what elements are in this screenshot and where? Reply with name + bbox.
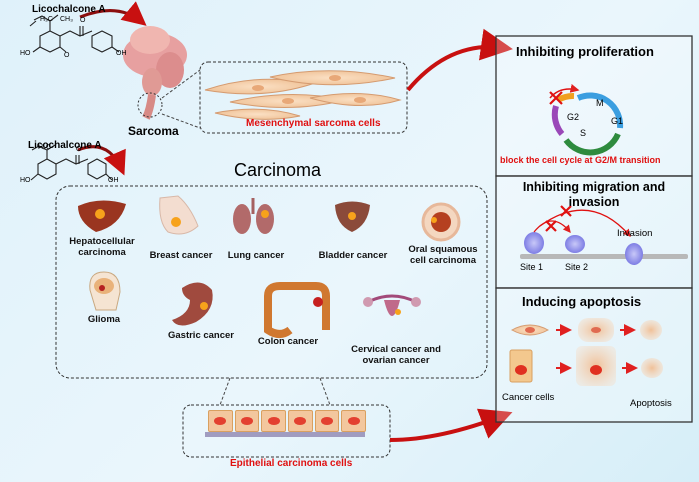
chem-o-top: O <box>80 17 86 24</box>
panel3-title: Inducing apoptosis <box>522 294 642 309</box>
chem-ch3-top: CH₃ <box>60 16 73 23</box>
site1-label: Site 1 <box>520 262 544 272</box>
mesenchymal-label: Mesenchymal sarcoma cells <box>246 118 381 129</box>
membrane-bar <box>520 254 688 259</box>
label-colon: Colon cancer <box>257 336 319 347</box>
label-gastric: Gastric cancer <box>167 330 234 341</box>
lung-icon <box>233 198 274 234</box>
epithelial-label: Epithelial carcinoma cells <box>230 458 353 469</box>
chem-oh-top: OH <box>116 50 127 57</box>
carcinoma-title: Carcinoma <box>234 160 322 180</box>
bladder-icon <box>335 201 370 232</box>
brain-head-icon <box>89 271 121 311</box>
epithelial-cell <box>341 410 367 432</box>
cell-nucleus <box>267 417 280 425</box>
block-cross-icon <box>549 91 563 105</box>
sarcoma-organ-illustration <box>123 26 187 120</box>
invasion-label: Invasion <box>617 228 653 239</box>
label-glioma: Glioma <box>87 314 121 325</box>
block-cross-invasion <box>560 205 572 217</box>
invading-cell <box>625 243 643 265</box>
label-breast: Breast cancer <box>149 250 213 261</box>
label-hcc: Hepatocellular carcinoma <box>69 236 135 258</box>
epithelial-cell <box>261 410 287 432</box>
chem-ho-top: HO <box>20 50 31 57</box>
compound-label-mid: Licochalcone A <box>28 140 102 151</box>
chem-oh-mid: OH <box>108 177 119 184</box>
chem-o-mid: O <box>76 146 82 153</box>
arrow-to-proliferation <box>406 28 513 92</box>
cell-nucleus <box>347 417 360 425</box>
apoptosis-diagram <box>509 318 663 386</box>
label-oral: Oral squamous cell carcinoma <box>408 244 478 266</box>
compound-to-carcinoma-arrow <box>77 145 126 176</box>
epithelial-cell <box>208 410 233 432</box>
label-cervical: Cervical cancer and ovarian cancer <box>351 344 441 366</box>
epithelial-box <box>182 404 391 458</box>
chem-h3c-mid: H₃C <box>38 144 51 151</box>
phase-g1: G1 <box>611 116 624 126</box>
arrow-to-apoptosis <box>389 408 513 442</box>
phase-s: S <box>580 128 587 138</box>
chem-ho-mid: HO <box>20 177 31 184</box>
block-cross-site2 <box>545 220 557 232</box>
cell-nucleus <box>214 417 227 425</box>
phase-m: M <box>596 98 604 108</box>
cell-nucleus <box>294 417 307 425</box>
stomach-icon <box>172 282 213 326</box>
chem-ome-top: O <box>64 52 70 59</box>
site2-label: Site 2 <box>565 262 589 272</box>
cell-nucleus <box>241 417 253 425</box>
licochalcone-structure-top <box>29 14 120 53</box>
label-bladder: Bladder cancer <box>318 250 388 261</box>
panel1-caption: block the cell cycle at G2/M transition <box>500 155 661 165</box>
oral-icon <box>421 202 461 242</box>
breast-icon <box>159 195 199 235</box>
epithelial-cell <box>314 410 340 432</box>
mesenchymal-cells <box>204 70 402 120</box>
mesenchymal-box <box>199 61 408 134</box>
panel-proliferation <box>495 35 693 177</box>
migrating-cell-1 <box>524 232 544 254</box>
uterus-icon <box>363 294 421 316</box>
panel-migration <box>495 175 693 289</box>
liver-icon <box>78 200 126 232</box>
epithelial-cell <box>234 410 260 432</box>
panel1-title: Inhibiting proliferation <box>516 44 654 59</box>
epithelial-cells <box>207 410 367 432</box>
apoptosis-label: Apoptosis <box>630 398 672 409</box>
panel2-title: Inhibiting migration and invasion <box>522 180 666 209</box>
chem-h3c-top: H₃C <box>40 16 53 23</box>
compound-to-sarcoma-arrow <box>79 1 147 26</box>
cancer-cells-label: Cancer cells <box>502 392 555 403</box>
colon-icon <box>264 282 330 338</box>
sarcoma-label: Sarcoma <box>128 124 179 138</box>
compound-label-top: Licochalcone A <box>32 4 106 15</box>
migrating-cell-2 <box>565 235 585 253</box>
carcinoma-box <box>55 185 488 379</box>
phase-g2: G2 <box>567 112 580 122</box>
label-lung: Lung cancer <box>227 250 285 261</box>
epithelial-cell <box>288 410 313 432</box>
cell-nucleus <box>321 417 334 425</box>
